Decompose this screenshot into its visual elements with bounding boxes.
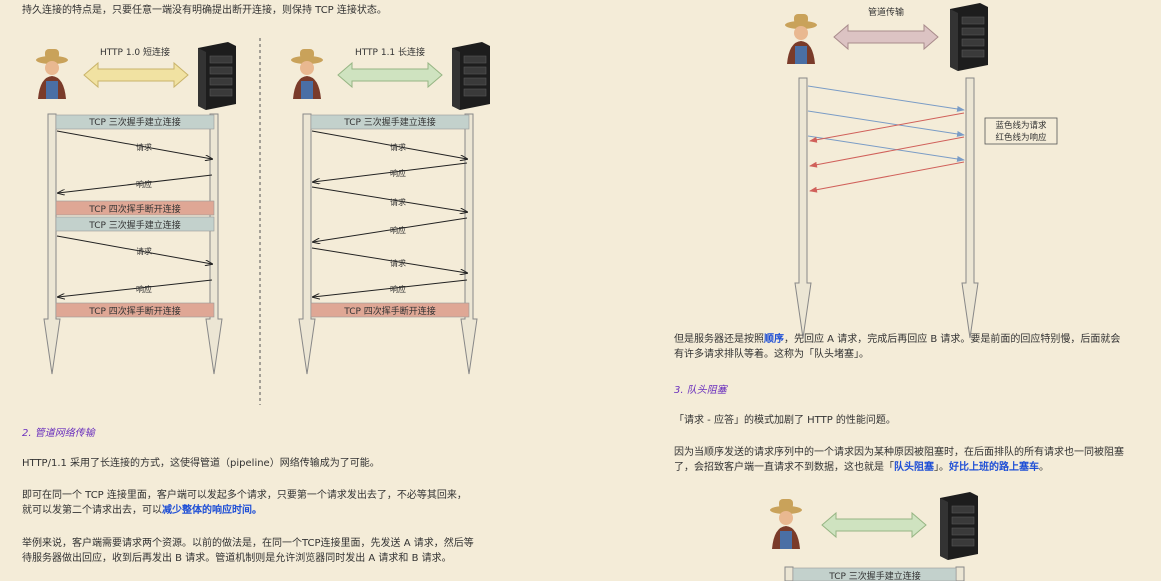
double-arrow-icon: [833, 24, 939, 50]
server-icon: [949, 2, 989, 72]
tcp-connect-box: [55, 216, 215, 232]
client-lifeline: [784, 566, 794, 581]
client-icon: [785, 14, 817, 64]
response-label: 响应: [390, 225, 406, 235]
server-icon: [197, 41, 237, 111]
paragraph: 举例来说，客户端需要请求两个资源。以前的做法是，在同一个TCP连接里面，先发送 …: [22, 538, 474, 564]
server-lifeline: [205, 113, 223, 375]
tcp-close-label: TCP 四次挥手断开连接: [343, 305, 436, 317]
request-label: 请求: [136, 246, 152, 256]
tcp-connect-label: TCP 三次握手建立连接: [343, 116, 436, 128]
client-lifeline: [298, 113, 316, 375]
pipeline-title: 管道传输: [868, 6, 904, 18]
tcp-close-box: [55, 200, 215, 216]
intro-text: 持久连接的特点是，只要任意一端没有明确提出断开连接，则保持 TCP 连接状态。: [22, 5, 387, 16]
double-arrow-icon: [821, 512, 927, 538]
client-icon: [291, 49, 323, 99]
legend-response: 红色线为响应: [995, 132, 1047, 143]
tcp-connect-box: [310, 114, 470, 130]
tcp-connect-label: TCP 三次握手建立连接: [88, 116, 181, 128]
client-lifeline: [43, 113, 61, 375]
tcp-connect-label: TCP 三次握手建立连接: [88, 219, 181, 231]
double-arrow-icon: [337, 62, 443, 88]
tcp-connect-box: [792, 567, 957, 581]
tcp-connect-box: [55, 114, 215, 130]
response-label: 响应: [136, 179, 152, 189]
http10-title: HTTP 1.0 短连接: [100, 46, 170, 58]
server-icon: [939, 491, 979, 561]
paragraph: 因为当顺序发送的请求序列中的一个请求因为某种原因被阻塞时，在后面排队的所有请求也…: [674, 447, 1124, 473]
response-label: 响应: [136, 284, 152, 294]
request-label: 请求: [390, 197, 406, 207]
section-3-title: 3. 队头阻塞: [674, 385, 727, 396]
client-lifeline: [794, 77, 812, 339]
double-arrow-icon: [83, 62, 189, 88]
client-icon: [36, 49, 68, 99]
response-label: 响应: [390, 284, 406, 294]
server-lifeline: [460, 113, 478, 375]
tcp-connect-label: TCP 三次握手建立连接: [828, 570, 921, 581]
tcp-close-box: [310, 302, 470, 318]
paragraph: HTTP/1.1 采用了长连接的方式，这使得管道（pipeline）网络传输成为…: [22, 458, 380, 469]
server-icon: [451, 41, 491, 111]
section-2-title: 2. 管道网络传输: [22, 428, 95, 439]
paragraph: 「请求 - 应答」的模式加剧了 HTTP 的性能问题。: [674, 415, 896, 426]
request-label: 请求: [390, 258, 406, 268]
response-label: 响应: [390, 168, 406, 178]
legend-box: [984, 117, 1058, 145]
request-label: 请求: [390, 142, 406, 152]
server-lifeline: [961, 77, 979, 339]
tcp-close-label: TCP 四次挥手断开连接: [88, 305, 181, 317]
client-icon: [770, 499, 802, 549]
paragraph: 即可在同一个 TCP 连接里面，客户端可以发起多个请求，只要第一个请求发出去了，…: [22, 490, 467, 516]
paragraph: 但是服务器还是按照顺序，先回应 A 请求，完成后再回应 B 请求。要是前面的回应…: [674, 334, 1121, 360]
legend-request: 蓝色线为请求: [995, 120, 1047, 131]
tcp-close-box: [55, 302, 215, 318]
server-lifeline: [955, 566, 965, 581]
request-label: 请求: [136, 142, 152, 152]
http11-title: HTTP 1.1 长连接: [355, 46, 425, 58]
tcp-close-label: TCP 四次挥手断开连接: [88, 203, 181, 215]
